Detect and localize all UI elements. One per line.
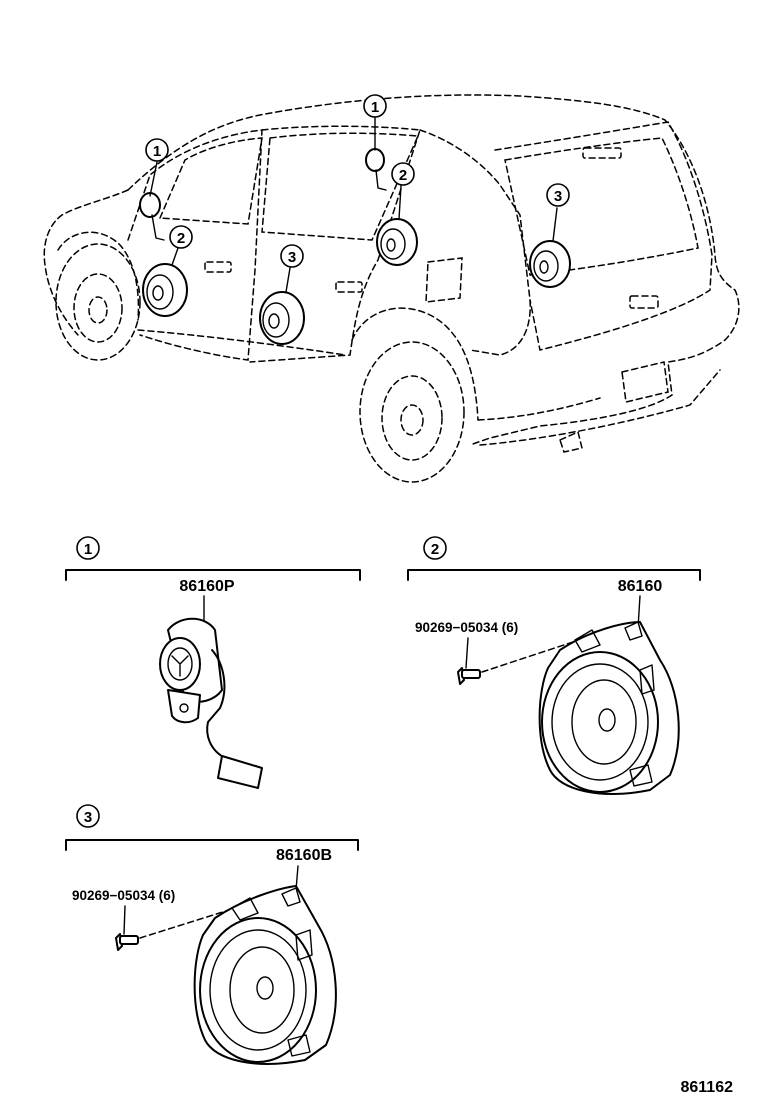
part-number-label: 86160P [179, 578, 234, 595]
callout-number: 2 [399, 167, 407, 184]
group-callout-circle [76, 804, 100, 828]
front-window [158, 137, 263, 225]
group-bracket [407, 569, 701, 581]
part-number-label: 86160B [276, 847, 332, 864]
group-callout-number: 3 [84, 809, 92, 826]
license-plate [621, 361, 669, 403]
vehicle-front-outline [43, 189, 129, 336]
callout-number: 2 [177, 230, 185, 247]
front-door-outline [127, 129, 263, 361]
speaker-part-86160 [538, 621, 680, 795]
rear-quarter-speaker-mount [376, 185, 418, 266]
rear-window [261, 132, 420, 241]
screw-part [457, 667, 481, 685]
screw-part-number-label: 90269−05034 (6) [415, 620, 518, 635]
callout-circle [391, 162, 415, 186]
callout-number: 1 [153, 143, 161, 160]
part-group-3: 3 86160B 90269−05034 (6) [65, 804, 359, 1065]
screw-part-number-label: 90269−05034 (6) [72, 888, 175, 903]
callout-circle [280, 244, 304, 268]
callout-number: 3 [288, 249, 296, 266]
tweeter-front-mount [139, 161, 165, 241]
callout-number: 3 [554, 188, 562, 205]
back-door-handle [629, 295, 659, 309]
speaker-part-86160B [193, 885, 337, 1065]
rear-wheel [351, 307, 479, 483]
group-callout-circle [423, 536, 447, 560]
leader-line [465, 637, 469, 669]
part-number-label: 86160 [618, 578, 663, 595]
group-bracket [65, 839, 359, 851]
part-group-1: 1 86160P [65, 536, 361, 789]
tweeter-rear-mount [365, 117, 387, 191]
back-door-outline [494, 121, 713, 351]
callout-number: 1 [371, 99, 379, 116]
callout-circle [363, 94, 387, 118]
tweeter-part [159, 617, 263, 789]
fuel-lid [425, 257, 463, 303]
screw-part [115, 933, 139, 951]
rear-bumper [479, 369, 721, 446]
front-wheel [55, 231, 141, 361]
vehicle-roof-outline [127, 94, 740, 446]
part-group-2: 2 86160 90269−05034 (6) [407, 536, 701, 795]
rear-quarter-panel [419, 129, 531, 356]
callout-circle [145, 138, 169, 162]
vehicle-illustration [43, 94, 740, 483]
screw-axis-line [481, 637, 586, 673]
group-callout-number: 1 [84, 541, 92, 558]
front-door-speaker-mount [142, 247, 188, 317]
high-mount-stop-lamp [582, 147, 622, 159]
vehicle-sill-line [137, 329, 601, 421]
exhaust-tip [559, 430, 583, 453]
callout-circle [546, 183, 570, 207]
group-callout-number: 2 [431, 541, 439, 558]
back-door-speaker-mount [529, 207, 571, 288]
rear-door-speaker-mount [259, 267, 305, 345]
rear-door-handle [335, 281, 363, 293]
group-callout-circle [76, 536, 100, 560]
rear-door-outline [249, 125, 421, 363]
back-window [504, 137, 699, 276]
front-door-handle [204, 261, 232, 273]
leader-line [123, 905, 126, 935]
group-bracket [65, 569, 361, 581]
vehicle-speaker-locations: 1 1 2 2 3 3 [139, 94, 571, 345]
callout-circle [169, 225, 193, 249]
figure-id: 861162 [680, 1079, 733, 1096]
